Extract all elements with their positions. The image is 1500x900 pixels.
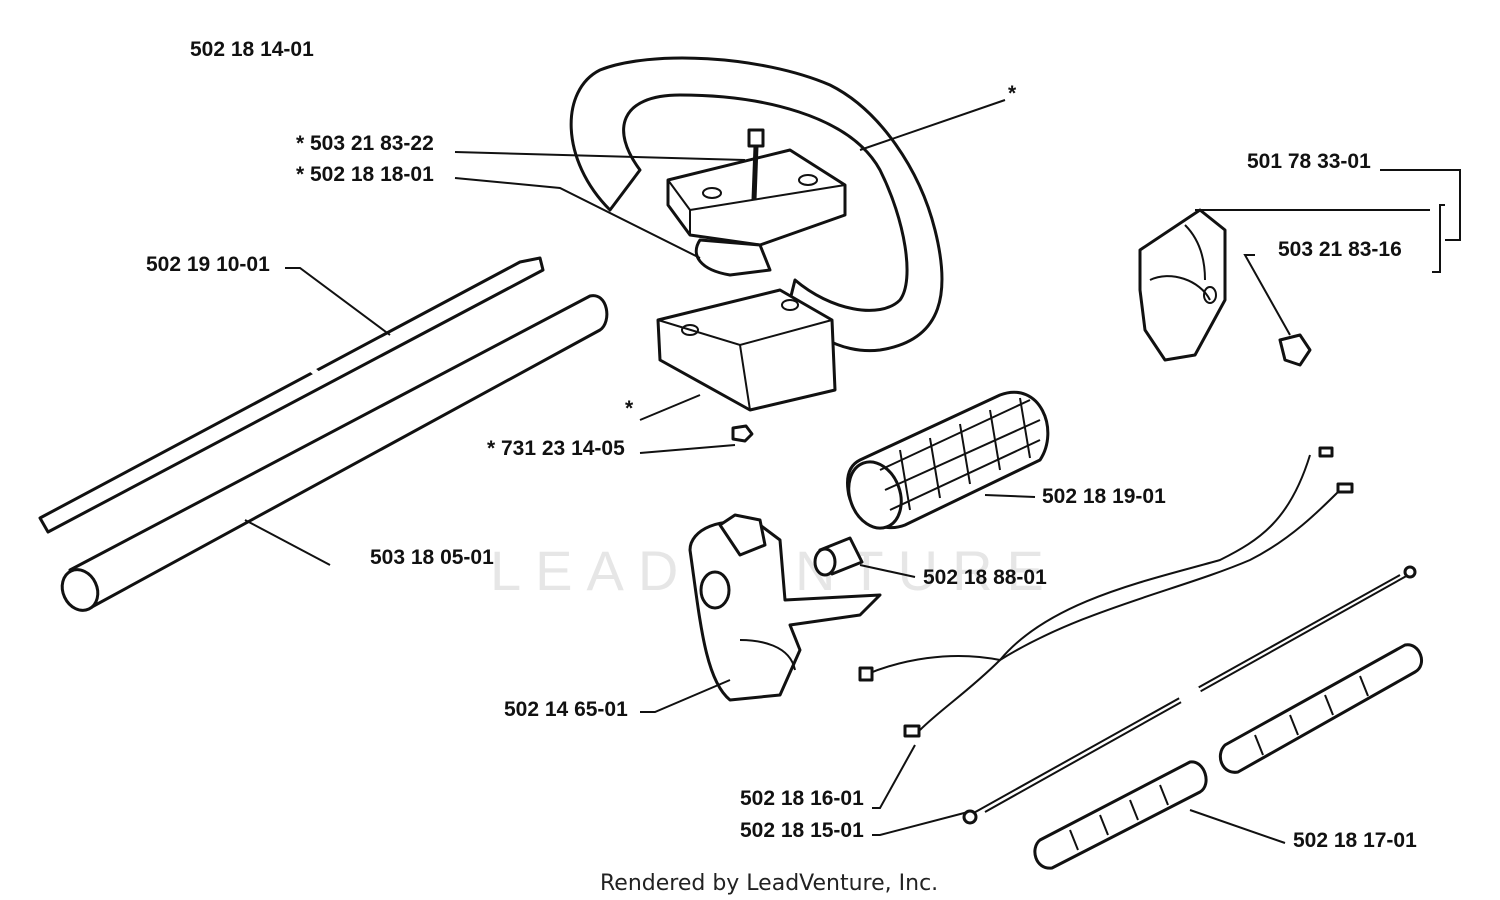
- shaft-tube-drawing: [60, 294, 609, 612]
- label-handle-bar: *: [1008, 82, 1017, 105]
- label-screw-top: * 503 21 83-22: [296, 132, 434, 155]
- label-nut: * 731 23 14-05: [487, 437, 625, 460]
- label-spiral-wrap: 502 18 17-01: [1293, 829, 1417, 852]
- clamp-lower-drawing: [656, 288, 837, 412]
- screw-top-drawing: [747, 128, 765, 201]
- throttle-cable-drawing: [962, 565, 1417, 825]
- wire-harness-drawing: [858, 446, 1354, 738]
- label-bracket: 501 78 33-01: [1247, 150, 1371, 173]
- footer-credit: Rendered by LeadVenture, Inc.: [600, 871, 938, 896]
- leader-lines: [244, 99, 1461, 844]
- label-wire-harness: 502 18 16-01: [740, 787, 864, 810]
- label-drive-shaft: 502 19 10-01: [146, 253, 270, 276]
- assembly-number-label: 502 18 14-01: [190, 38, 314, 61]
- throttle-housing-drawing: [688, 513, 882, 702]
- bracket-screw-drawing: [1278, 333, 1312, 367]
- bracket-drawing: [1138, 208, 1227, 362]
- label-clamp-lower: *: [625, 397, 634, 420]
- label-spacer: 502 18 88-01: [923, 566, 1047, 589]
- nut-drawing: [731, 424, 754, 443]
- spacer-drawing: [813, 536, 864, 577]
- spiral-wrap-drawing: [1033, 643, 1423, 870]
- drive-shaft-drawing: [38, 256, 545, 534]
- label-bracket-screw: 503 21 83-16: [1278, 238, 1402, 261]
- label-shaft-tube: 503 18 05-01: [370, 546, 494, 569]
- handle-bar-drawing: [569, 56, 944, 353]
- label-throttle-cable: 502 18 15-01: [740, 819, 864, 842]
- label-throttle-housing: 502 14 65-01: [504, 698, 628, 721]
- label-clamp-upper: * 502 18 18-01: [296, 163, 434, 186]
- grip-drawing: [846, 391, 1050, 530]
- label-grip: 502 18 19-01: [1042, 485, 1166, 508]
